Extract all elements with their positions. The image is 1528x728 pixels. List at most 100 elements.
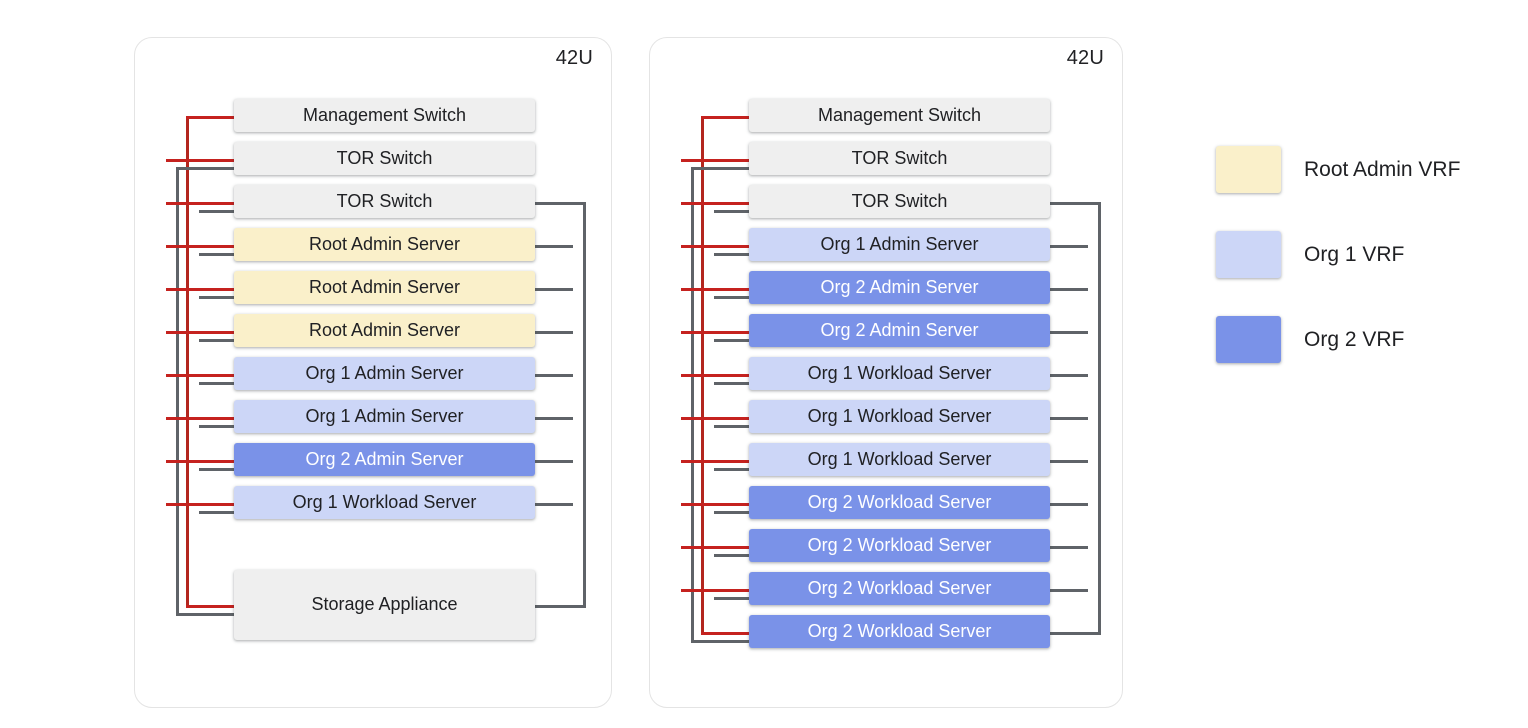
legend-swatch-2 (1216, 316, 1281, 363)
rack-2-power-stub-11 (681, 588, 749, 592)
device-label: TOR Switch (336, 147, 433, 168)
rack-2-network-stub-left-8 (714, 467, 749, 471)
rack-2-power-stub-3 (681, 244, 749, 248)
rack-1-network-stub-right-6 (535, 373, 573, 377)
rack-2-power-stub-1 (681, 158, 749, 162)
device-label: Org 1 Admin Server (305, 362, 464, 383)
rack-1-power-stub-8 (166, 459, 234, 463)
rack-1-network-bus-right (583, 201, 586, 605)
device-label: Org 2 Workload Server (807, 491, 992, 512)
device-box[interactable]: Org 2 Admin Server (234, 443, 535, 476)
rack-1-network-stub-left-9 (199, 510, 234, 514)
device-box[interactable]: Management Switch (749, 99, 1050, 132)
device-box[interactable]: TOR Switch (749, 142, 1050, 175)
device-label: Org 1 Admin Server (305, 405, 464, 426)
rack-1-network-bus-left-return (176, 613, 234, 616)
rack-1-power-stub-5 (166, 330, 234, 334)
rack-2-network-stub-left-11 (714, 596, 749, 600)
device-box[interactable]: Org 1 Workload Server (749, 400, 1050, 433)
device-box[interactable]: Org 2 Admin Server (749, 314, 1050, 347)
device-label: Org 2 Workload Server (807, 534, 992, 555)
rack-2-power-stub-2 (681, 201, 749, 205)
rack-2-network-stub-right-11 (1050, 588, 1088, 592)
rack-1-power-stub-1 (166, 158, 234, 162)
device-box[interactable]: Org 1 Workload Server (234, 486, 535, 519)
rack-2-power-stub-6 (681, 373, 749, 377)
device-box[interactable]: TOR Switch (234, 185, 535, 218)
device-label: Org 2 Admin Server (305, 448, 464, 469)
rack-2-network-stub-left-6 (714, 381, 749, 385)
rack-1-network-stub-right-9 (535, 502, 573, 506)
device-box[interactable]: Org 1 Workload Server (749, 443, 1050, 476)
rack-1-network-bus-left (176, 166, 179, 613)
device-label: Root Admin Server (308, 276, 461, 297)
rack-2-network-stub-left-4 (714, 295, 749, 299)
device-box[interactable]: Org 2 Workload Server (749, 572, 1050, 605)
rack-1-power-stub-6 (166, 373, 234, 377)
rack-1-power-stub-7 (166, 416, 234, 420)
rack-1-network-stub-right-7 (535, 416, 573, 420)
rack-2-network-stub-right-3 (1050, 244, 1088, 248)
rack-2-network-stub-right-7 (1050, 416, 1088, 420)
rack-1-power-stub-2 (166, 201, 234, 205)
device-label: Management Switch (302, 104, 467, 125)
device-box[interactable]: Org 2 Admin Server (749, 271, 1050, 304)
rack-2-power-stub-9 (681, 502, 749, 506)
rack-2-power-stub-5 (681, 330, 749, 334)
device-label: TOR Switch (336, 190, 433, 211)
rack-2-network-stub-right-4 (1050, 287, 1088, 291)
rack-2-network-bus-right-return (1050, 631, 1101, 635)
device-box[interactable]: Root Admin Server (234, 271, 535, 304)
device-label: Org 2 Admin Server (820, 319, 979, 340)
legend-swatch-1 (1216, 231, 1281, 278)
device-label: TOR Switch (851, 190, 948, 211)
rack-2-power-stub-10 (681, 545, 749, 549)
device-box[interactable]: Org 2 Workload Server (749, 529, 1050, 562)
device-label: Storage Appliance (311, 594, 458, 615)
device-box[interactable]: TOR Switch (749, 185, 1050, 218)
rack-2-power-stub-4 (681, 287, 749, 291)
rack-2-network-stub-left-2 (714, 209, 749, 213)
device-label: Org 1 Workload Server (292, 491, 477, 512)
rack-1-network-bus-right-return (535, 605, 586, 608)
device-box[interactable]: Org 1 Admin Server (234, 400, 535, 433)
device-label: Org 1 Workload Server (807, 448, 992, 469)
device-box[interactable]: Org 1 Admin Server (234, 357, 535, 390)
rack-1-network-stub-right-3 (535, 244, 573, 248)
legend-item: Root Admin VRF (1216, 146, 1460, 193)
rack-2-network-bus-left-return (691, 639, 749, 643)
rack-1-power-stub-9 (166, 502, 234, 506)
rack-2-power-stub-7 (681, 416, 749, 420)
rack-1-network-stub-left-3 (199, 252, 234, 256)
legend-label: Org 1 VRF (1304, 242, 1405, 266)
device-box[interactable]: TOR Switch (234, 142, 535, 175)
rack-1-power-stub-0 (186, 115, 234, 119)
rack-2-network-stub-left-5 (714, 338, 749, 342)
device-box[interactable]: Org 2 Workload Server (749, 486, 1050, 519)
device-box[interactable]: Org 1 Admin Server (749, 228, 1050, 261)
rack-1-power-stub-3 (166, 244, 234, 248)
device-box[interactable]: Root Admin Server (234, 228, 535, 261)
device-label: Org 1 Workload Server (807, 405, 992, 426)
rack-1-network-stub-left-5 (199, 338, 234, 342)
device-box[interactable]: Root Admin Server (234, 314, 535, 347)
rack-1-network-stub-left-6 (199, 381, 234, 385)
rack-2-network-stub-left-9 (714, 510, 749, 514)
rack-2-network-stub-right-5 (1050, 330, 1088, 334)
rack-1-power-bus (186, 115, 189, 605)
rack-1-capacity-label: 42U (555, 47, 593, 69)
device-box[interactable]: Org 2 Workload Server (749, 615, 1050, 648)
legend-swatch-0 (1216, 146, 1281, 193)
device-box[interactable]: Management Switch (234, 99, 535, 132)
rack-1-network-stub-left-2 (199, 209, 234, 213)
device-box[interactable]: Org 1 Workload Server (749, 357, 1050, 390)
rack-1-network-stub-left-8 (199, 467, 234, 471)
device-label: Root Admin Server (308, 319, 461, 340)
rack-2-capacity-label: 42U (1066, 47, 1104, 69)
rack-1-network-bus-right-join (535, 201, 586, 205)
rack-1-network-stub-right-4 (535, 287, 573, 291)
rack-1-network-stub-left-7 (199, 424, 234, 428)
device-label: Org 2 Admin Server (820, 276, 979, 297)
device-box[interactable]: Storage Appliance (234, 570, 535, 640)
